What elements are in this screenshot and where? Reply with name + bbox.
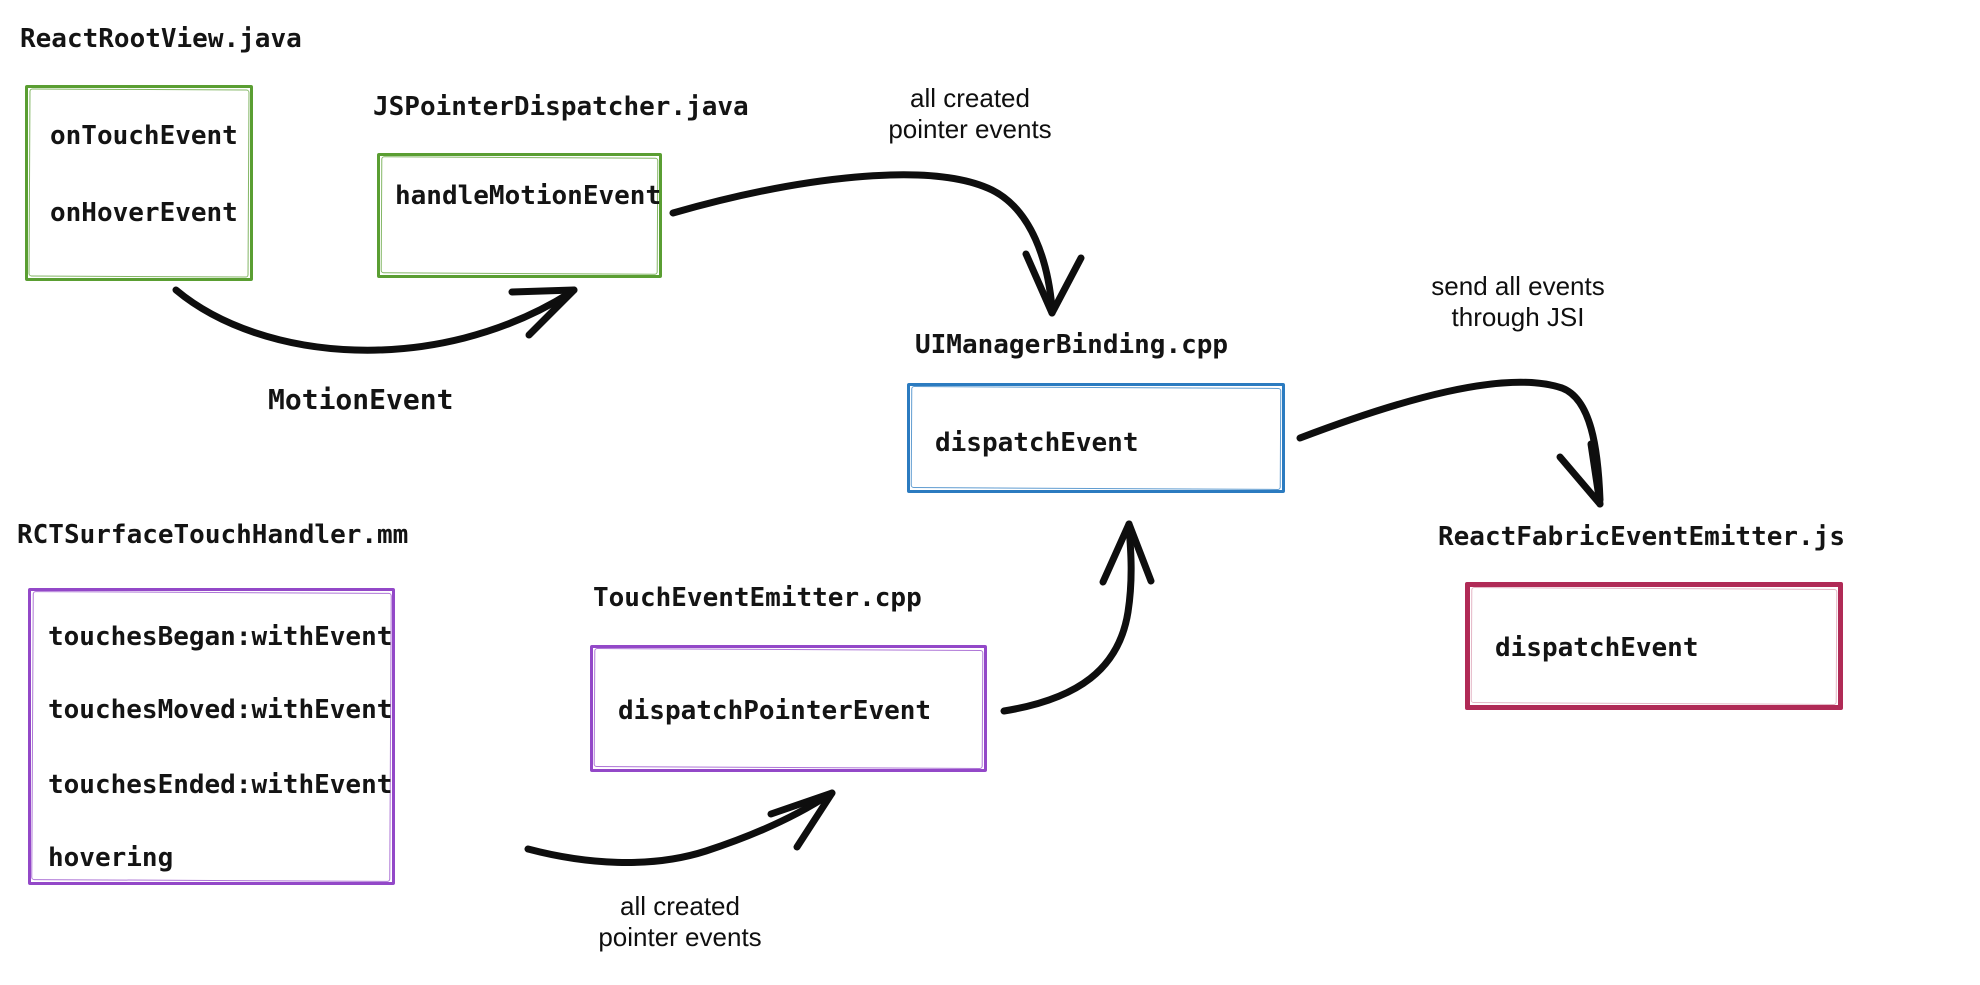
node-title-react-root-view: ReactRootView.java	[20, 24, 302, 54]
node-box-ui-manager-binding: dispatchEvent	[907, 383, 1285, 493]
node-box-rct-surface-touch-handler: touchesBegan:withEvent touchesMoved:with…	[28, 588, 395, 885]
node-title-react-fabric-event-emitter: ReactFabricEventEmitter.js	[1438, 522, 1845, 552]
node-box-react-fabric-event-emitter: dispatchEvent	[1465, 582, 1843, 710]
method-touches-moved: touchesMoved:withEvent	[48, 695, 393, 725]
method-dispatch-pointer-event: dispatchPointerEvent	[618, 696, 932, 726]
edge-label-line: all created	[910, 83, 1030, 113]
arrow-jsi	[1296, 378, 1604, 508]
arrow-dispatch-to-binding	[1000, 520, 1155, 715]
method-handle-motion-event: handleMotionEvent	[395, 181, 662, 211]
method-on-hover-event: onHoverEvent	[50, 198, 238, 228]
edge-label-pointer-events-ios: all created pointer events	[598, 891, 761, 953]
method-touches-ended: touchesEnded:withEvent	[48, 770, 393, 800]
node-title-js-pointer-dispatcher: JSPointerDispatcher.java	[373, 92, 749, 122]
edge-label-pointer-events-android: all created pointer events	[888, 83, 1051, 145]
edge-label-jsi: send all events through JSI	[1431, 271, 1604, 333]
edge-label-line: send all events	[1431, 271, 1605, 301]
node-title-rct-surface-touch-handler: RCTSurfaceTouchHandler.mm	[17, 520, 409, 550]
node-title-touch-event-emitter: TouchEventEmitter.cpp	[593, 583, 922, 613]
edge-label-line: through JSI	[1451, 302, 1585, 332]
edge-label-motion-event: MotionEvent	[268, 383, 454, 416]
method-on-touch-event: onTouchEvent	[50, 121, 238, 151]
method-dispatch-event-binding: dispatchEvent	[935, 428, 1139, 458]
node-box-touch-event-emitter: dispatchPointerEvent	[590, 645, 987, 772]
method-dispatch-event-js: dispatchEvent	[1495, 633, 1699, 663]
arrow-pointer-events-ios	[524, 789, 836, 866]
arrow-motion-event	[172, 286, 578, 354]
node-box-react-root-view: onTouchEvent onHoverEvent	[25, 85, 253, 281]
edge-label-line: all created	[620, 891, 740, 921]
arrow-pointer-events-android	[669, 171, 1085, 317]
method-touches-began: touchesBegan:withEvent	[48, 622, 393, 652]
edge-label-line: pointer events	[888, 114, 1052, 144]
edge-label-line: pointer events	[598, 922, 762, 952]
node-box-js-pointer-dispatcher: handleMotionEvent	[377, 153, 662, 278]
method-hovering: hovering	[48, 843, 174, 873]
node-title-ui-manager-binding: UIManagerBinding.cpp	[915, 330, 1229, 360]
